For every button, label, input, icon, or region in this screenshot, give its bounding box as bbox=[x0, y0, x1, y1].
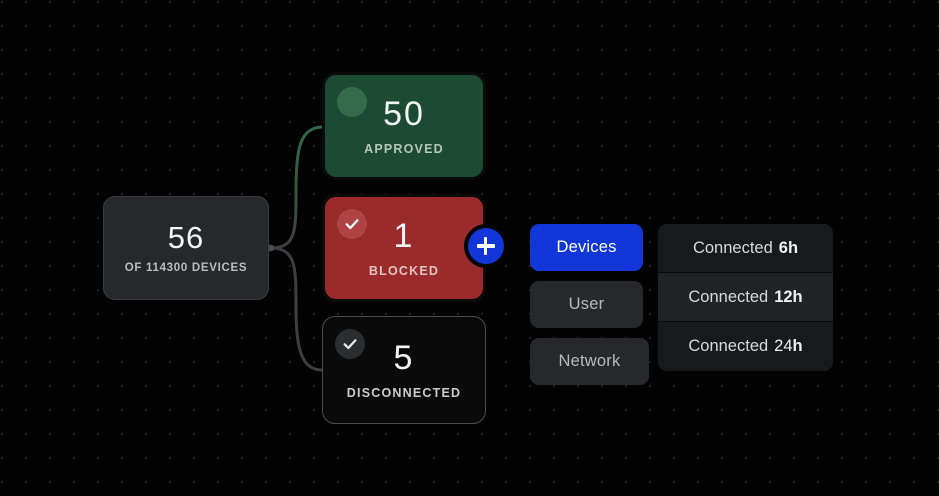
edge-to-approved bbox=[268, 125, 324, 250]
approved-caption: APPROVED bbox=[364, 141, 444, 156]
category-button-network[interactable]: Network bbox=[530, 338, 649, 385]
status-dot-icon bbox=[337, 87, 367, 117]
check-icon bbox=[337, 209, 367, 239]
summary-caption: OF 114300 DEVICES bbox=[124, 262, 248, 274]
blocked-value: 1 bbox=[393, 216, 415, 255]
blocked-card[interactable]: 1 BLOCKED bbox=[322, 194, 486, 302]
add-button[interactable] bbox=[464, 224, 508, 268]
category-button-devices[interactable]: Devices bbox=[530, 224, 643, 271]
check-icon bbox=[335, 329, 365, 359]
connected-row-label: Connected bbox=[692, 238, 773, 257]
disconnected-value: 5 bbox=[393, 338, 415, 377]
connected-row-label: Connected bbox=[688, 287, 769, 306]
category-button-group: Devices User Network bbox=[530, 224, 649, 385]
connected-row-duration: 12h bbox=[774, 287, 803, 306]
disconnected-card[interactable]: 5 DISCONNECTED bbox=[322, 316, 486, 424]
approved-card[interactable]: 50 APPROVED bbox=[322, 72, 486, 180]
connected-row-duration-unit: h bbox=[792, 337, 803, 355]
connected-row-duration-number: 24 bbox=[774, 337, 793, 355]
disconnected-caption: DISCONNECTED bbox=[346, 385, 462, 400]
approved-value: 50 bbox=[383, 94, 425, 133]
edge-to-disconnected bbox=[268, 246, 324, 372]
summary-value: 56 bbox=[167, 220, 205, 255]
plus-icon bbox=[477, 237, 495, 255]
connected-row-24h[interactable]: Connected 24h bbox=[658, 322, 833, 371]
connected-row-12h[interactable]: Connected 12h bbox=[658, 273, 833, 322]
connected-row-duration: 6h bbox=[778, 238, 799, 257]
category-button-user[interactable]: User bbox=[530, 281, 643, 328]
connected-row-duration: 24h bbox=[774, 337, 802, 356]
connected-row-6h[interactable]: Connected 6h bbox=[658, 224, 833, 273]
summary-card[interactable]: 56 OF 114300 DEVICES bbox=[103, 196, 269, 300]
connected-row-label: Connected bbox=[688, 337, 769, 355]
blocked-caption: BLOCKED bbox=[368, 263, 440, 278]
connected-list: Connected 6h Connected 12h Connected 24h bbox=[658, 224, 833, 371]
